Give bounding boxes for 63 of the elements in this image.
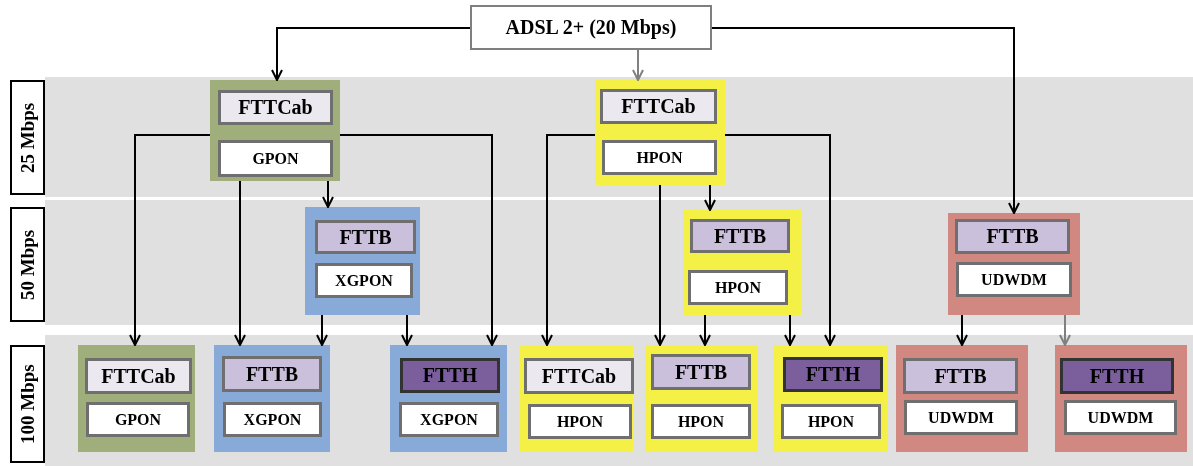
speed-tier-band — [10, 335, 1193, 466]
access-type-box: FTTCab — [524, 358, 634, 394]
speed-tier-label: 50 Mbps — [10, 207, 45, 322]
network-group-panel — [78, 345, 195, 452]
pon-type-box: GPON — [218, 140, 333, 177]
pon-type-box: HPON — [528, 404, 632, 439]
access-type-box: FTTH — [783, 357, 883, 392]
network-group-panel — [390, 345, 507, 452]
network-group-panel — [210, 80, 340, 181]
arrow — [271, 27, 471, 81]
arrow — [234, 180, 246, 346]
access-type-box: FTTCab — [600, 89, 717, 124]
arrow — [784, 314, 796, 346]
pon-type-box: HPON — [781, 404, 881, 439]
speed-tier-band — [10, 200, 1193, 325]
arrow — [711, 27, 1020, 214]
network-group-panel — [595, 80, 725, 185]
speed-tier-label: 100 Mbps — [10, 345, 45, 463]
arrow — [654, 184, 666, 346]
source-box: ADSL 2+ (20 Mbps) — [470, 5, 712, 50]
arrow — [316, 314, 328, 346]
arrow — [632, 49, 644, 81]
pon-type-box: UDWDM — [904, 400, 1018, 435]
pon-type-box: GPON — [86, 402, 190, 437]
speed-tier-band — [10, 77, 1193, 197]
access-type-box: FTTB — [903, 358, 1018, 394]
pon-type-box: XGPON — [399, 402, 499, 437]
access-type-box: FTTB — [690, 219, 790, 253]
access-type-box: FTTB — [222, 356, 322, 392]
access-type-box: FTTH — [400, 358, 500, 393]
pon-type-box: HPON — [651, 404, 751, 439]
arrow — [541, 134, 596, 346]
network-group-panel — [645, 345, 758, 452]
pon-type-box: HPON — [602, 140, 717, 175]
network-group-panel — [305, 207, 420, 315]
arrow — [1059, 314, 1071, 346]
arrow — [724, 134, 836, 346]
speed-tier-label: 25 Mbps — [10, 80, 45, 195]
arrow — [956, 314, 968, 346]
access-type-box: FTTH — [1060, 358, 1174, 394]
access-type-box: FTTB — [651, 354, 751, 390]
network-group-panel — [214, 345, 330, 452]
network-group-panel — [520, 345, 633, 452]
arrow — [322, 180, 334, 208]
pon-type-box: XGPON — [223, 402, 322, 437]
network-group-panel — [773, 345, 888, 452]
arrow — [401, 314, 413, 346]
pon-type-box: HPON — [688, 270, 788, 305]
access-type-box: FTTB — [315, 220, 416, 254]
arrow — [339, 134, 498, 346]
network-group-panel — [1055, 345, 1187, 452]
network-group-panel — [948, 213, 1080, 315]
access-type-box: FTTCab — [85, 358, 192, 394]
arrow — [704, 184, 716, 211]
access-type-box: FTTCab — [218, 90, 333, 125]
arrow — [129, 134, 211, 346]
network-group-panel — [896, 345, 1028, 452]
pon-type-box: UDWDM — [956, 262, 1072, 297]
network-group-panel — [683, 210, 801, 315]
pon-type-box: XGPON — [315, 263, 413, 298]
pon-type-box: UDWDM — [1064, 400, 1177, 435]
access-type-box: FTTB — [955, 219, 1070, 254]
arrow — [699, 314, 711, 346]
